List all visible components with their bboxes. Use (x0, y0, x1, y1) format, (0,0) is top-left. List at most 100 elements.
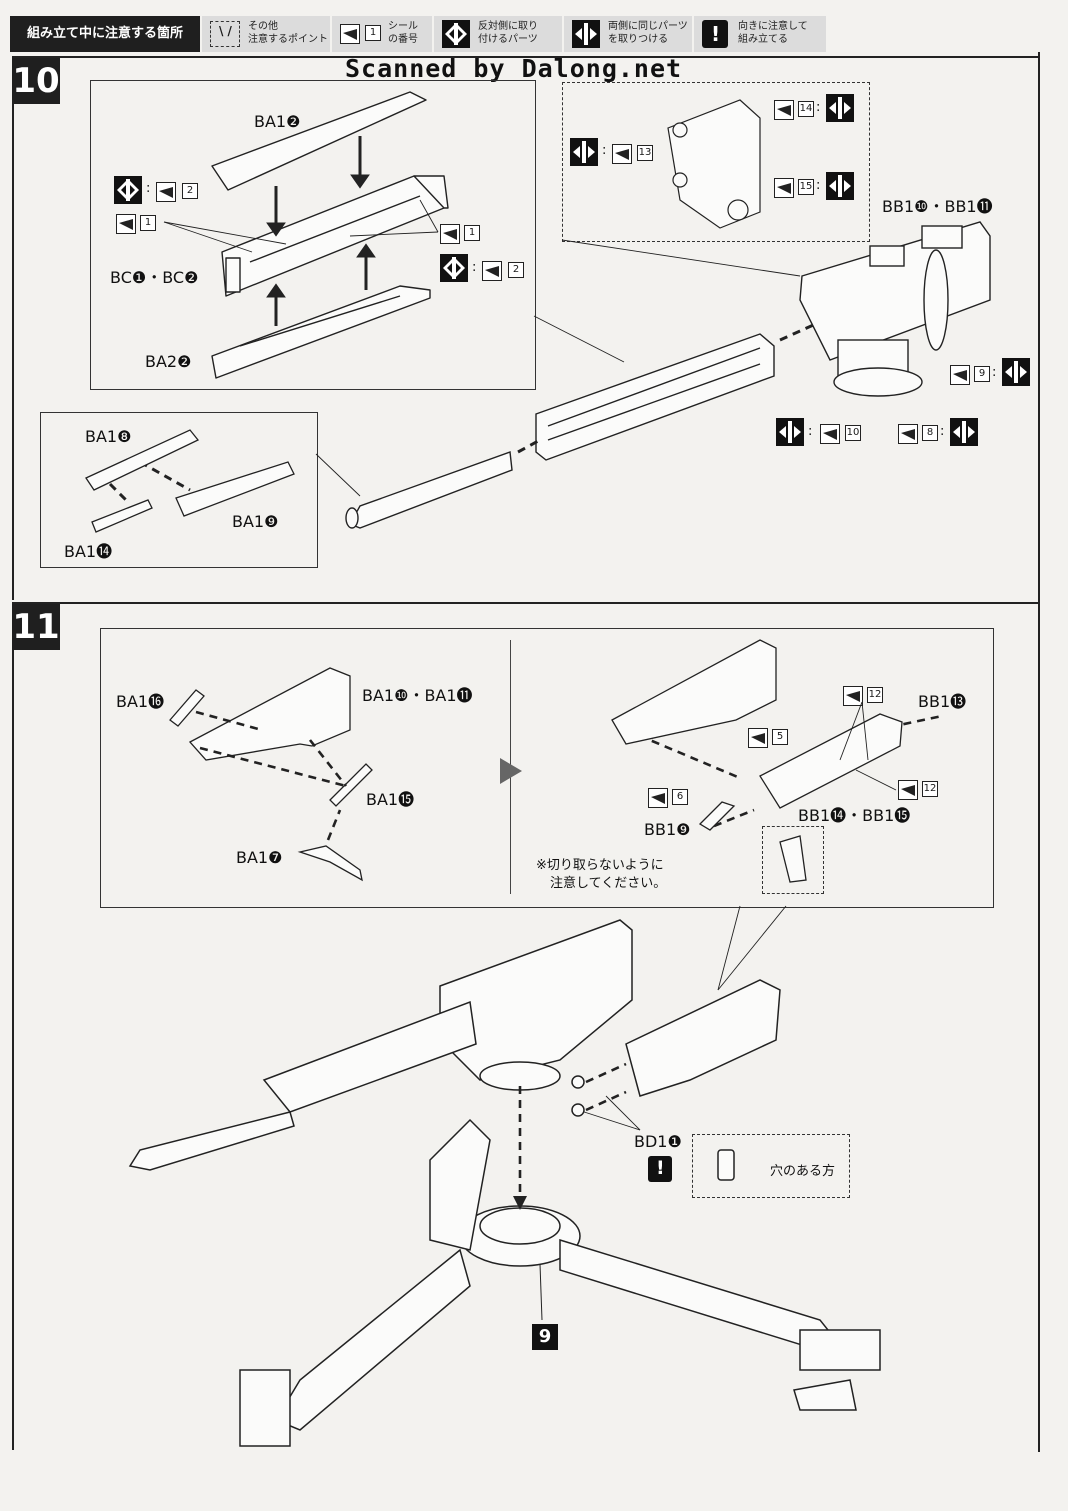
step11-number: 11 (12, 604, 60, 650)
both-sides-icon (570, 138, 598, 166)
sticker-number: 14 (798, 101, 814, 117)
legend-bar: 組み立て中に注意する箇所 \ / その他 注意するポイント 1 シール の番号 … (0, 16, 1068, 52)
sticker-icon (898, 424, 918, 444)
opposite-side-icon (114, 176, 142, 204)
sticker-number: 15 (798, 179, 814, 195)
colon: : (992, 365, 997, 380)
label-ba1-9: BA1❾ (232, 512, 279, 531)
sticker-number: 8 (922, 425, 938, 441)
sticker-icon (612, 144, 632, 164)
label-ba1-10-11: BA1❿・BA1⓫ (362, 686, 473, 705)
colon: : (146, 181, 151, 196)
both-sides-icon (826, 172, 854, 200)
colon: : (940, 424, 945, 439)
opposite-side-icon (442, 20, 470, 48)
sticker-number: 2 (508, 262, 524, 278)
label-bd1-1: BD1❶ (634, 1132, 682, 1151)
sticker-icon (950, 365, 970, 385)
legend-both-line2: を取りつける (608, 34, 669, 45)
both-sides-icon (950, 418, 978, 446)
legend-orient-line2: 組み立てる (738, 34, 788, 45)
label-ba1-16: BA1⓰ (116, 692, 165, 711)
sticker-number: 13 (637, 145, 653, 161)
legend-opposite-side: 反対側に取り 付けるパーツ (432, 16, 562, 52)
both-sides-icon (826, 94, 854, 122)
step10-number: 10 (12, 58, 60, 104)
sticker-icon (898, 780, 918, 800)
legend-sticker-number: 1 シール の番号 (330, 16, 432, 52)
note-do-not-cut-line2: 注意してください。 (550, 876, 667, 891)
both-sides-icon (1002, 358, 1030, 386)
sticker-icon (440, 224, 460, 244)
sticker-number: 6 (672, 789, 688, 805)
label-bb1-10-11: BB1❿・BB1⓫ (882, 197, 993, 216)
colon: : (472, 260, 477, 275)
sticker-icon (340, 24, 360, 44)
colon: : (602, 143, 607, 158)
sticker-icon (648, 788, 668, 808)
colon: : (816, 178, 821, 193)
step10-top-rule (12, 56, 1040, 58)
legend-opposite-line2: 付けるパーツ (478, 34, 538, 45)
sticker-icon (482, 261, 502, 281)
step10-barrel-detail-box (90, 80, 536, 390)
both-sides-icon (776, 418, 804, 446)
attention-mark-icon: \ / (210, 21, 240, 47)
legend-sticker-line1: シール (388, 21, 418, 32)
sticker-icon (748, 728, 768, 748)
label-ba1-2: BA1❷ (254, 112, 301, 131)
legend-other-line1: その他 (248, 21, 278, 32)
sticker-number-box: 1 (365, 25, 381, 41)
label-ba1-8: BA1❽ (85, 427, 132, 446)
sticker-icon (156, 182, 176, 202)
colon: : (808, 424, 813, 439)
exclamation-icon: ! (702, 20, 728, 48)
runner-detail-box (762, 826, 824, 894)
legend-orientation: ! 向きに注意して 組み立てる (692, 16, 826, 52)
label-bb1-13: BB1⓭ (918, 692, 967, 711)
label-ba1-7: BA1❼ (236, 848, 283, 867)
legend-opposite-line1: 反対側に取り (478, 21, 538, 32)
sticker-number: 12 (867, 687, 883, 703)
legend-other-line2: 注意するポイント (248, 34, 328, 45)
note-hole-side: 穴のある方 (770, 1164, 836, 1179)
step11-subassembly-box (100, 628, 994, 908)
sticker-number: 12 (922, 781, 938, 797)
next-arrow-icon (498, 756, 524, 786)
sticker-icon (774, 178, 794, 198)
note-do-not-cut-line1: ※切り取らないように (536, 858, 664, 873)
legend-sticker-line2: の番号 (388, 34, 418, 45)
watermark-text: Scanned by Dalong.net (345, 54, 683, 83)
step11-top-rule (12, 602, 1040, 604)
sticker-number: 1 (140, 215, 156, 231)
orientation-detail-box (692, 1134, 850, 1198)
sticker-icon (843, 686, 863, 706)
sticker-number: 10 (845, 425, 861, 441)
label-bb1-9: BB1❾ (644, 820, 691, 839)
opposite-side-icon (440, 254, 468, 282)
step10-mount-detail-box (562, 82, 870, 242)
sticker-icon (820, 424, 840, 444)
label-ba1-15: BA1⓯ (366, 790, 415, 809)
sticker-number: 2 (182, 183, 198, 199)
step11-left-rule (12, 650, 14, 1450)
legend-both-sides: 両側に同じパーツ を取りつける (562, 16, 692, 52)
sticker-icon (116, 214, 136, 234)
ref-step-9-badge: 9 (532, 1324, 558, 1350)
legend-title: 組み立て中に注意する箇所 (10, 16, 200, 52)
sticker-icon (774, 100, 794, 120)
label-ba2-2: BA2❷ (145, 352, 192, 371)
page-right-border (1038, 52, 1040, 1452)
legend-other-point: \ / その他 注意するポイント (200, 16, 330, 52)
sticker-number: 1 (464, 225, 480, 241)
both-sides-icon (572, 20, 600, 48)
label-ba1-14: BA1⓮ (64, 542, 113, 561)
legend-both-line1: 両側に同じパーツ (608, 21, 688, 32)
label-bb1-14-15: BB1⓮・BB1⓯ (798, 806, 911, 825)
label-bc: BC❶・BC❷ (110, 268, 199, 287)
legend-orient-line1: 向きに注意して (738, 21, 808, 32)
sticker-number: 9 (974, 366, 990, 382)
colon: : (816, 100, 821, 115)
step10-left-rule (12, 100, 14, 600)
sticker-number: 5 (772, 729, 788, 745)
